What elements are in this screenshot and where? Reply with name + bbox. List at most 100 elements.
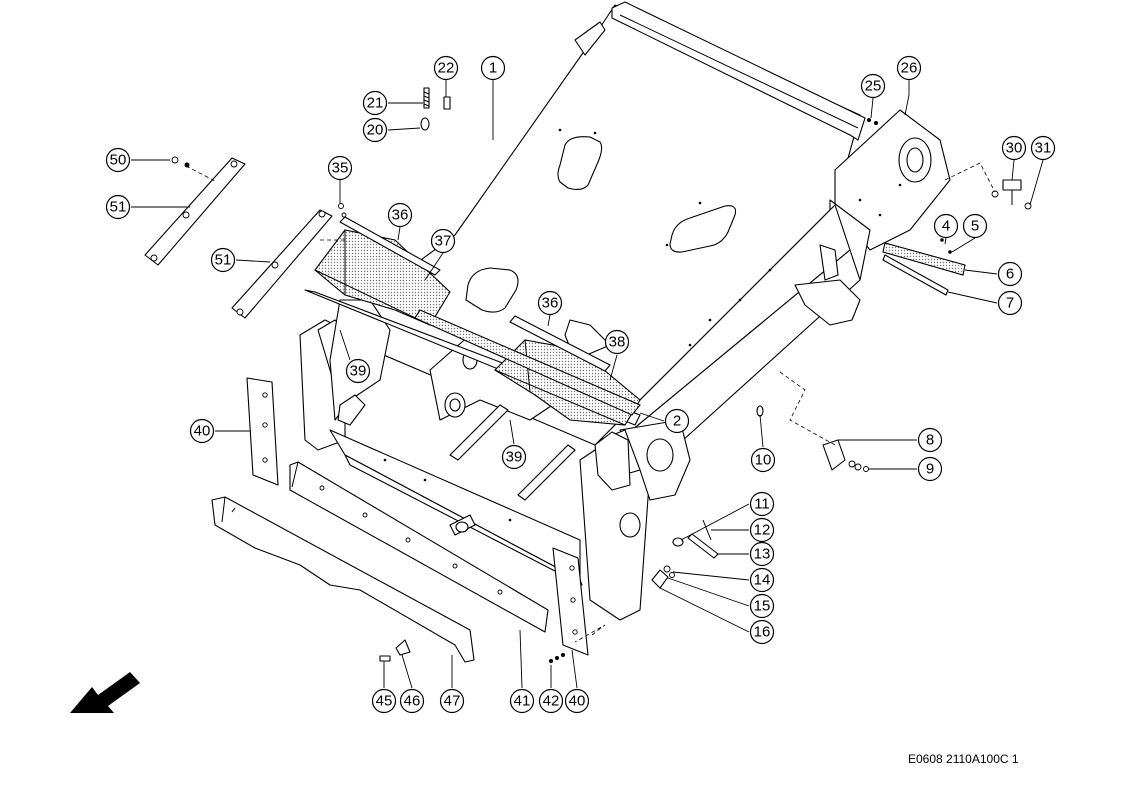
callout-39: 39 — [339, 329, 371, 384]
callout-number: 25 — [865, 78, 882, 95]
callout-number: 40 — [194, 423, 211, 440]
callout-number: 8 — [926, 432, 934, 449]
callout-leader — [947, 291, 998, 304]
callout-leader — [387, 127, 421, 131]
callout-circle — [538, 688, 564, 714]
callout-number: 36 — [542, 295, 559, 312]
callout-2: 2 — [639, 408, 690, 434]
callout-circle — [997, 290, 1023, 316]
fasteners — [171, 87, 1032, 663]
callout-number: 31 — [1035, 140, 1052, 157]
callout-leader — [571, 649, 578, 689]
callout-circle — [749, 619, 775, 645]
callout-11: 11 — [680, 491, 775, 541]
callout-51: 51 — [210, 247, 271, 273]
callout-number: 39 — [506, 449, 523, 466]
callout-leader — [944, 237, 947, 245]
callout-circle — [433, 55, 459, 81]
callout-number: 22 — [438, 60, 455, 77]
callout-12: 12 — [711, 517, 775, 543]
callout-circle — [501, 444, 527, 470]
callout-leader — [609, 354, 618, 381]
callout-circle — [749, 567, 775, 593]
callout-circle — [480, 55, 506, 81]
callout-circle — [362, 117, 388, 143]
callout-41: 41 — [509, 629, 535, 714]
callout-circle — [1001, 135, 1027, 161]
callout-number: 35 — [332, 160, 349, 177]
callout-number: 12 — [754, 522, 771, 539]
callout-36: 36 — [537, 290, 563, 327]
callout-number: 30 — [1006, 140, 1023, 157]
callout-circle — [399, 688, 425, 714]
callout-10: 10 — [750, 414, 776, 473]
callout-leader — [659, 587, 750, 633]
callout-16: 16 — [659, 587, 775, 645]
callout-circle — [327, 155, 353, 181]
callout-26: 26 — [896, 55, 922, 116]
callout-circle — [749, 491, 775, 517]
callout-circle — [896, 55, 922, 81]
callout-leader — [680, 503, 750, 541]
callout-leader — [339, 329, 351, 361]
callout-1: 1 — [480, 55, 506, 140]
callout-8: 8 — [838, 427, 943, 453]
callout-leader — [235, 259, 271, 263]
callout-number: 6 — [1006, 266, 1014, 283]
callout-circle — [962, 213, 988, 239]
callout-35: 35 — [327, 155, 353, 203]
callout-number: 41 — [514, 693, 531, 710]
callout-number: 47 — [444, 693, 461, 710]
callout-circle — [933, 213, 959, 239]
callout-14: 14 — [672, 567, 775, 593]
callout-circle — [917, 456, 943, 482]
callout-number: 7 — [1006, 295, 1014, 312]
callout-40: 40 — [189, 418, 250, 444]
callout-circle — [860, 73, 886, 99]
callout-number: 51 — [110, 199, 127, 216]
callout-circle — [564, 688, 590, 714]
callout-circle — [430, 228, 456, 254]
callout-42: 42 — [538, 665, 564, 714]
callout-leader — [519, 629, 523, 689]
callout-21: 21 — [362, 90, 423, 116]
callout-number: 45 — [376, 693, 393, 710]
callout-30: 30 — [1001, 135, 1027, 181]
callout-number: 26 — [901, 60, 918, 77]
assembly-lines — [185, 162, 996, 643]
callout-leader — [509, 419, 515, 445]
callout-number: 14 — [754, 572, 771, 589]
callout-46: 46 — [399, 654, 425, 714]
callout-15: 15 — [667, 577, 775, 619]
plate-40-left — [246, 377, 279, 486]
callout-number: 38 — [609, 334, 626, 351]
strip-36-upper — [339, 216, 441, 276]
callout-51: 51 — [105, 194, 190, 220]
callout-6: 6 — [964, 261, 1023, 287]
callout-number: 51 — [215, 252, 232, 269]
callout-number: 36 — [392, 207, 409, 224]
callout-circle — [1030, 135, 1056, 161]
callout-leader — [759, 414, 764, 448]
callout-number: 2 — [673, 413, 681, 430]
callout-number: 16 — [754, 624, 771, 641]
callout-4: 4 — [933, 213, 959, 245]
callout-50: 50 — [105, 147, 170, 173]
callout-number: 42 — [543, 693, 560, 710]
callout-circle — [749, 517, 775, 543]
callout-circle — [604, 329, 630, 355]
callout-number: 37 — [435, 233, 452, 250]
callout-circle — [345, 358, 371, 384]
callout-37: 37 — [424, 228, 456, 281]
callout-leader — [1029, 159, 1044, 206]
callout-number: 46 — [404, 693, 421, 710]
callout-circle — [371, 688, 397, 714]
callout-leader — [870, 97, 874, 119]
callout-number: 39 — [350, 363, 367, 380]
callout-31: 31 — [1029, 135, 1056, 206]
callout-leader — [397, 226, 401, 241]
callout-circle — [189, 418, 215, 444]
callout-5: 5 — [951, 213, 988, 253]
